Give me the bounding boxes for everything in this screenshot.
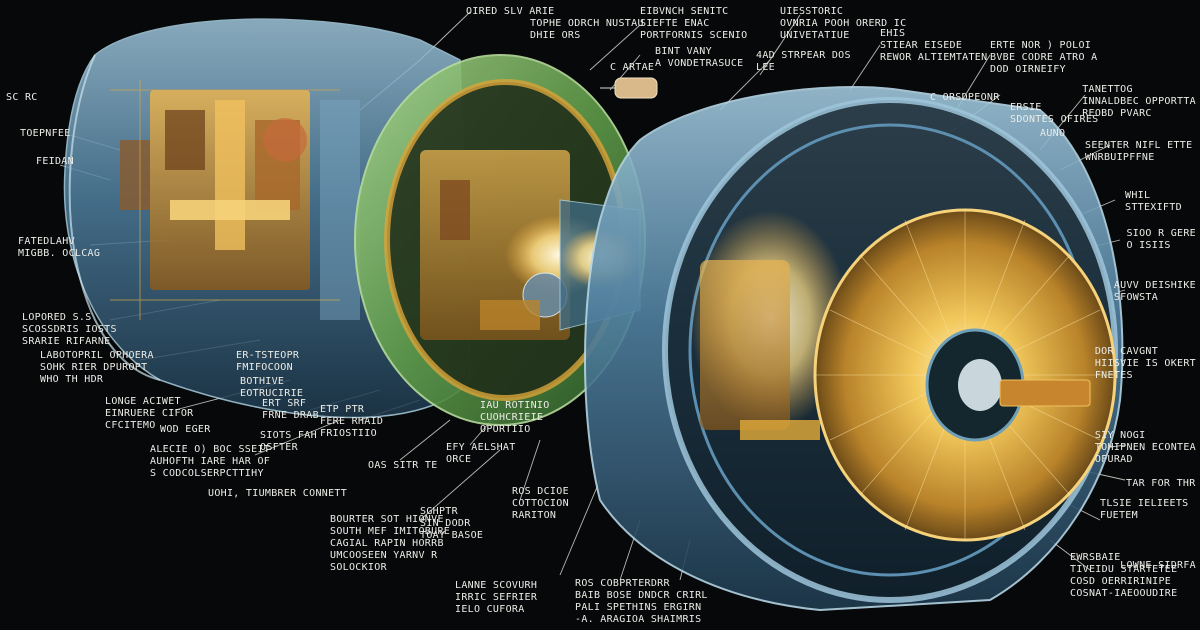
- callout-label: SGHPTR SIN DODR TOAY BASOE: [420, 506, 484, 541]
- callout-label: ROS DCIOE COTTOCION RARITON: [512, 486, 569, 521]
- callout-label: TOPHE ODRCH NUSTAU DHIE ORS: [530, 18, 644, 41]
- callout-label: 4AD STRPEAR DOS LEE: [756, 50, 851, 73]
- callout-label: C ORSDPEONR: [930, 92, 1000, 103]
- callout-label: ERTE NOR ) POLOI BVBE CODRE ATRO A DOD O…: [990, 40, 1098, 75]
- middle-ring: [354, 54, 646, 426]
- floating-canister: [600, 77, 658, 99]
- callout-label: LABOTOPRIL OPHOERA SOHK RIER DPUROPT WHO…: [40, 350, 154, 385]
- callout-label: ERT SRF FRNE DRAB: [262, 398, 319, 421]
- callout-label: FATEDLAHV MIGBB. OCLCAG: [18, 236, 101, 259]
- callout-label: TAR FOR THR: [1126, 478, 1196, 489]
- callout-label: TOEPNFEE: [20, 128, 71, 139]
- callout-label: ER-TSTEOPR FMIFOCOON: [236, 350, 300, 373]
- callout-label: ETP PTR FERE RHAID FRIOSTIIO: [320, 404, 384, 439]
- callout-label: SIOTS FAH OSFTER: [260, 430, 317, 453]
- callout-label: LOPORED S.S SCOSSDRIS IOSTS SRARIE RIFAR…: [22, 312, 117, 347]
- callout-label: AUNO: [1040, 128, 1066, 139]
- callout-label: SIY NOGI TOHIPNEN ECONTEA OFURAD: [1094, 430, 1196, 465]
- callout-label: EHIS STIEAR EISEDE REWOR ALTIEMTATEN: [880, 28, 988, 63]
- callout-label: BOTHIVE EOTRUCIRIE: [240, 376, 304, 399]
- callout-label: C ARTAE: [610, 62, 655, 73]
- callout-label: ERSIE SDONTES OFIRES: [1010, 102, 1099, 125]
- callout-label: BINT VANY A VONDETRASUCE: [655, 46, 744, 69]
- callout-label: IAU ROTINIO CUOHCRIEIE OPORTIIO: [480, 400, 550, 435]
- callout-label: EWRSBAIE TIVEIDU STARTETEE COSD OERRIRIN…: [1070, 552, 1178, 599]
- callout-label: WHIL STTEXIFTD: [1125, 190, 1182, 213]
- right-module: [584, 86, 1124, 612]
- callout-label: AUVV DEISHIKE SFOWSTA: [1113, 280, 1196, 303]
- callout-label: SC RC: [6, 92, 38, 103]
- callout-label: TLSIE IELIEETS FUETEM: [1100, 498, 1189, 521]
- callout-label: SEENTER NIFL ETTE WNRBUIPFFNE: [1085, 140, 1193, 163]
- callout-label: DOR CAVGNT HIISVIE IS OKERT FNETES: [1094, 346, 1196, 381]
- callout-label: OAS SITR TE: [368, 460, 438, 471]
- callout-label: EIBVNCH SENITC SIEFTE ENAC PORTFORNIS SC…: [640, 6, 748, 41]
- callout-label: UIESSTORIC OVNRIA POOH ORERD IC UNIVETAT…: [780, 6, 907, 41]
- callout-label: BOURTER SOT HIONVE SOUTH MEF IMITOBURE C…: [330, 514, 451, 573]
- callout-label: ALECIE O) BOC SSEIT AUHOFTH IARE HAR OF …: [150, 444, 271, 479]
- callout-label: WOD EGER: [160, 424, 211, 435]
- callout-label: TANETTOG INNALDBEC OPPORTTA REOBD PVARC: [1082, 84, 1196, 119]
- callout-label: LOWNE SIDRFA: [1120, 560, 1196, 571]
- callout-label: SIOO R GERE O ISIIS: [1126, 228, 1196, 251]
- callout-label: LANNE SCOVURH IRRIC SEFRIER IELO CUFORA: [455, 580, 538, 615]
- callout-label: UOHI, TIUMBRER CONNETT: [208, 488, 348, 499]
- callout-label: OIRED SLV ARIE: [466, 6, 555, 17]
- callout-label: ROS COBPRTERDRR BAIB BOSE DNDCR CRIRL PA…: [575, 578, 708, 625]
- callout-label: EFY AELSHAT ORCE: [446, 442, 516, 465]
- callout-label: FEIDAN: [36, 156, 74, 167]
- callout-label: LONGE ACIWET EINRUERE CIFOR CFCITEMO: [105, 396, 194, 431]
